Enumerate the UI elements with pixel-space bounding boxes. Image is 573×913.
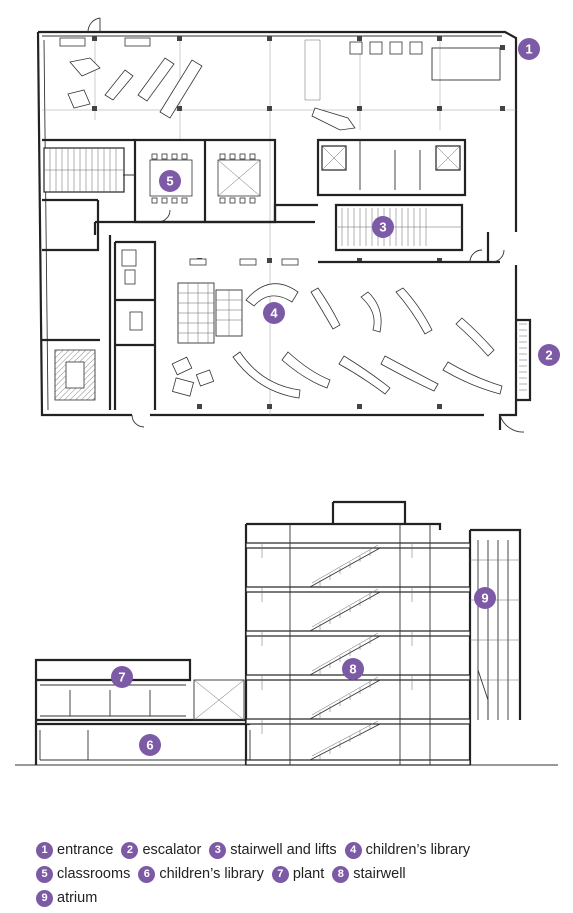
legend-item-plant: 7 plant <box>271 865 325 883</box>
legend-label: plant <box>292 866 325 882</box>
marker-5-label: 5 <box>166 174 173 189</box>
legend-label: stairwell <box>353 866 406 882</box>
legend-item-childrens-library-2: 6 children’s library <box>138 865 264 883</box>
legend-row-1: 1 entrance 2 escalator 3 stairwell and l… <box>36 838 556 862</box>
legend-badge: 3 <box>209 841 227 859</box>
legend-item-classrooms: 5 classrooms <box>36 865 131 883</box>
marker-3: 3 <box>372 216 394 238</box>
marker-4: 4 <box>263 302 285 324</box>
legend-badge: 4 <box>344 841 362 859</box>
legend-item-atrium: 9 atrium <box>36 889 98 907</box>
marker-1: 1 <box>518 38 540 60</box>
legend-badge: 2 <box>121 841 139 859</box>
floor-plan-and-section-drawing: 1 2 3 4 5 6 7 8 9 <box>15 17 560 766</box>
childrens-library-furniture <box>171 258 503 399</box>
legend-label: stairwell and lifts <box>230 842 337 858</box>
marker-9-label: 9 <box>481 591 488 606</box>
legend-row-3: 9 atrium <box>36 886 556 910</box>
legend-label: escalator <box>142 842 202 858</box>
legend-label: atrium <box>57 890 98 906</box>
left-stair <box>43 147 125 193</box>
legend-badge: 8 <box>332 865 350 883</box>
legend-badge: 1 <box>36 841 53 859</box>
classroom-chairs <box>151 153 256 204</box>
service-rooms <box>54 240 157 410</box>
marker-1-label: 1 <box>525 42 532 57</box>
legend-item-entrance: 1 entrance <box>36 841 114 859</box>
marker-4-label: 4 <box>270 306 278 321</box>
marker-6: 6 <box>139 734 161 756</box>
entrance-door <box>87 17 101 33</box>
marker-2: 2 <box>538 344 560 366</box>
legend-label: children’s library <box>365 842 471 858</box>
legend-item-childrens-library: 4 children’s library <box>344 841 471 859</box>
stair-flights <box>309 544 381 761</box>
legend-label: children’s library <box>159 866 264 882</box>
marker-7-label: 7 <box>118 670 125 685</box>
marker-9: 9 <box>474 587 496 609</box>
marker-8-label: 8 <box>349 662 356 677</box>
legend-label: entrance <box>57 842 114 858</box>
marker-2-label: 2 <box>545 348 552 363</box>
plan-outer-wall <box>36 30 518 430</box>
legend-row-2: 5 classrooms 6 children’s library 7 plan… <box>36 862 556 886</box>
legend-item-escalator: 2 escalator <box>121 841 202 859</box>
marker-3-label: 3 <box>379 220 386 235</box>
marker-8: 8 <box>342 658 364 680</box>
legend-item-stairwell: 8 stairwell <box>332 865 406 883</box>
marker-7: 7 <box>111 666 133 688</box>
atrium-glazing <box>470 540 520 720</box>
classrooms <box>123 138 277 224</box>
legend-badge: 5 <box>36 865 53 883</box>
legend-badge: 6 <box>138 865 156 883</box>
building-section <box>15 500 558 766</box>
legend-badge: 9 <box>36 889 53 907</box>
escalator <box>516 318 532 402</box>
stairwell-and-lifts-core <box>316 138 467 252</box>
legend-label: classrooms <box>57 866 131 882</box>
floor-plan <box>36 17 532 433</box>
reading-area-furniture <box>59 37 501 131</box>
marker-6-label: 6 <box>146 738 153 753</box>
legend-badge: 7 <box>271 865 289 883</box>
legend-item-stairwell-and-lifts: 3 stairwell and lifts <box>209 841 337 859</box>
marker-5: 5 <box>159 170 181 192</box>
legend: 1 entrance 2 escalator 3 stairwell and l… <box>36 838 556 910</box>
